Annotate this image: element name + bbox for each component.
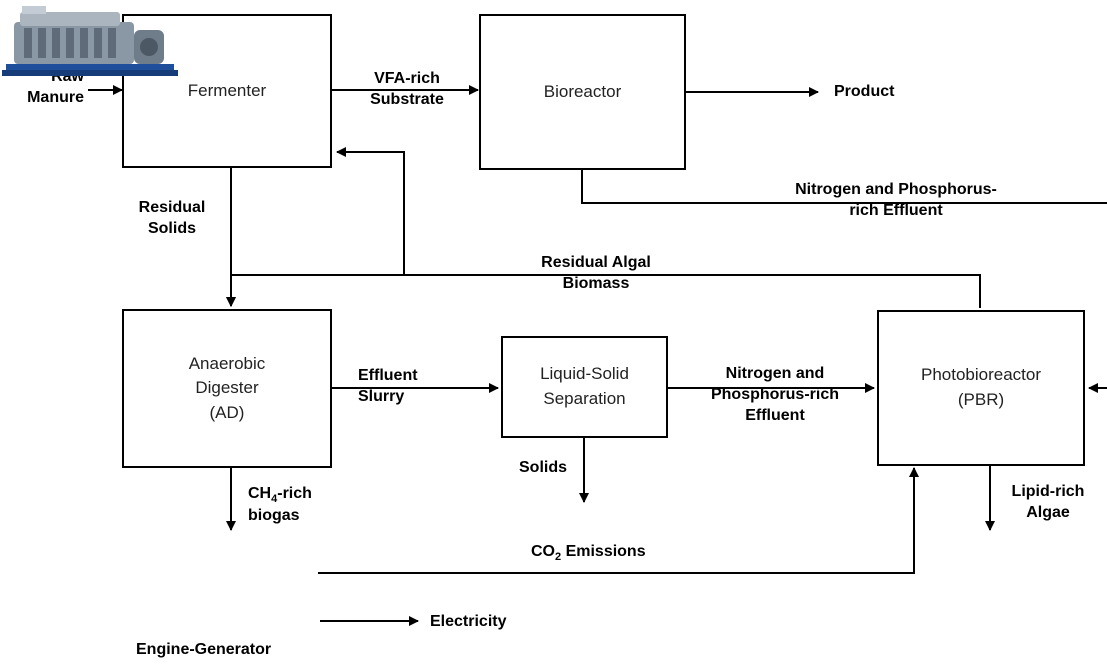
ch4-biogas-label: CH4-rich biogas	[248, 484, 312, 527]
co2-emissions-label: CO2 Emissions	[531, 542, 646, 564]
digester-label-line2: Digester	[195, 378, 259, 398]
digester-label-line1: Anaerobic	[188, 353, 266, 373]
co2-suffix: Emissions	[561, 543, 646, 560]
biogas-line: biogas	[248, 507, 300, 525]
residual-algal-line1: Residual Algal	[541, 254, 651, 271]
product-label: Product	[834, 83, 895, 100]
residual-solids-line1: Residual	[138, 199, 206, 216]
bioreactor-box: Bioreactor	[479, 14, 686, 170]
residual-algal-biomass-label: Residual Algal Biomass	[506, 253, 686, 295]
mid-np-effluent-label: Nitrogen and Phosphorus-rich Effluent	[690, 364, 860, 426]
vfa-substrate-label: VFA-rich Substrate	[352, 69, 462, 111]
ch4-line1: CH4-rich	[248, 484, 312, 506]
raw-manure-line2: Manure	[27, 88, 84, 106]
top-np-effluent-label: Nitrogen and Phosphorus- rich Effluent	[756, 180, 1036, 222]
effluent-slurry-line1: Effluent	[358, 367, 418, 384]
separation-label-line2: Separation	[543, 389, 626, 408]
lipid-line1: Lipid-rich	[1011, 483, 1085, 500]
effluent-slurry-label: Effluent Slurry	[358, 366, 418, 408]
digester-label-line3: (AD)	[209, 402, 245, 422]
mid-np-line2: Phosphorus-rich	[710, 385, 839, 403]
algal-biomass-to-fermenter-arrow	[336, 147, 405, 275]
anaerobic-digester-box: Anaerobic Digester (AD)	[122, 309, 332, 468]
pbr-label-line2: (PBR)	[957, 390, 1005, 409]
separation-label-line1: Liquid-Solid	[540, 364, 629, 384]
vfa-line2: Substrate	[370, 90, 444, 108]
lipid-line2: Algae	[1026, 503, 1070, 521]
co2-prefix: CO	[531, 543, 555, 560]
lipid-rich-algae-label: Lipid-rich Algae	[1002, 482, 1094, 524]
residual-solids-label: Residual Solids	[126, 198, 218, 240]
effluent-slurry-line2: Slurry	[358, 387, 405, 405]
electricity-label: Electricity	[430, 613, 507, 630]
liquid-solid-separation-box: Liquid-Solid Separation	[501, 336, 668, 438]
top-np-line1: Nitrogen and Phosphorus-	[795, 181, 997, 198]
solids-label: Solids	[519, 459, 568, 476]
top-np-line2: rich Effluent	[849, 201, 943, 219]
co2-emissions-arrow	[318, 467, 919, 574]
vfa-line1: VFA-rich	[374, 70, 440, 87]
fermenter-label: Fermenter	[187, 80, 267, 100]
mid-np-line3: Effluent	[745, 406, 805, 424]
residual-algal-line2: Biomass	[562, 274, 630, 292]
bioreactor-effluent-line	[581, 170, 1107, 204]
ch4-suffix: -rich	[277, 485, 312, 502]
photobioreactor-box: Photobioreactor (PBR)	[877, 310, 1085, 466]
ch4-prefix: CH	[248, 485, 272, 502]
co2-subscript: 2	[555, 551, 562, 564]
residual-solids-line2: Solids	[147, 219, 196, 237]
ch4-subscript: 4	[271, 493, 278, 506]
bioreactor-label: Bioreactor	[543, 81, 622, 101]
engine-generator-image	[2, 6, 178, 76]
engine-generator-label: Engine-Generator	[136, 641, 272, 658]
pbr-label-line1: Photobioreactor	[920, 365, 1042, 385]
mid-np-line1: Nitrogen and	[725, 365, 825, 382]
